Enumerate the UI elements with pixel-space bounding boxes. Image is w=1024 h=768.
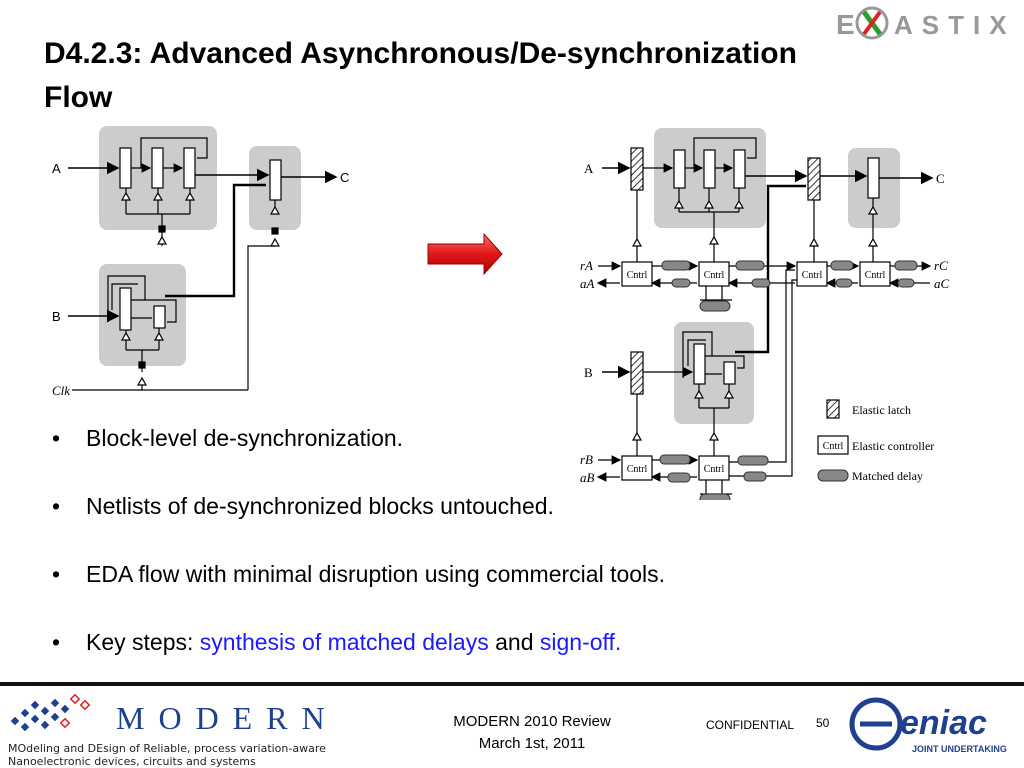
ctrl-join: Cntrl [802,270,823,281]
modern-logo-text: MODERN [116,700,339,736]
ctrl-b2: Cntrl [704,464,725,475]
modern-tagline-2: Nanoelectronic devices, circuits and sys… [8,755,256,768]
legend-latch: Elastic latch [852,403,911,417]
legend-delay: Matched delay [852,469,923,483]
slide-title: D4.2.3: Advanced Asynchronous/De-synchro… [44,32,924,120]
bullet-item: •Netlists of de-synchronized blocks unto… [52,493,554,519]
ctrl-b: Cntrl [627,464,648,475]
right-signal-c: C [936,171,945,186]
matched-delays [659,260,918,500]
left-signal-b: B [52,309,61,324]
highlight-sign-off: sign-off. [539,629,622,655]
right-signal-a: A [584,161,594,176]
bullet-list: •Block-level de-synchronization. •Netlis… [52,424,665,696]
bullet-text: Netlists of de-synchronized blocks untou… [86,493,554,519]
bullet-text: Block-level de-synchronization. [86,425,404,451]
bullet-item: •EDA flow with minimal disruption using … [52,561,666,587]
elastix-logo: E ASTIX [836,6,1016,40]
footer-review: MODERN 2010 Review [453,713,611,730]
right-circuit [596,128,934,495]
ctrl-c: Cntrl [865,270,886,281]
footer-date: March 1st, 2011 [478,735,586,752]
left-signal-c: C [340,170,349,185]
ctrl-a2: Cntrl [704,270,725,281]
transform-arrow-icon [427,232,503,276]
right-signal-aa: aA [580,276,595,291]
controller-labels: Cntrl Cntrl Cntrl Cntrl Cntrl Cntrl Cntr… [627,270,886,475]
right-signal-rc: rC [934,258,948,273]
title-line-2: Flow [44,81,113,114]
bullet-item: •Block-level de-synchronization. [52,425,404,451]
page-number: 50 [816,716,830,730]
bullet-item: •Key steps: synthesis of matched delays … [52,629,622,655]
eniac-logo-sub: JOINT UNDERTAKING [912,744,1007,754]
right-signal-ra: rA [580,258,593,273]
right-signal-ab: aB [580,470,595,485]
footer-divider [0,682,1024,686]
left-circuit [68,126,338,391]
legend-controller: Elastic controller [852,439,934,453]
legend-ctrl-box-label: Cntrl [823,441,844,452]
eniac-logo-text: eniac [900,704,987,742]
footer-center: MODERN 2010 Review March 1st, 2011 [412,711,652,755]
title-line-1: D4.2.3: Advanced Asynchronous/De-synchro… [44,37,797,70]
modern-logo-icon [10,693,91,732]
modern-tagline-1: MOdeling and DEsign of Reliable, process… [8,742,326,755]
bullet-text-mid: and [488,629,540,655]
right-signal-b: B [584,365,593,380]
left-signal-a: A [52,161,61,176]
confidential-label: CONFIDENTIAL [706,718,795,732]
highlight-matched-delays: synthesis of matched delays [199,629,489,655]
modern-tagline: MOdeling and DEsign of Reliable, process… [8,742,326,768]
bullet-text: EDA flow with minimal disruption using c… [86,561,666,587]
bullet-text: Key steps: [86,629,200,655]
right-signal-rb: rB [580,452,593,467]
svg-text:ASTIX: ASTIX [894,10,1016,40]
left-signal-clk: Clk [52,383,70,398]
desync-diagram: A C B Clk [52,126,950,500]
svg-text:E: E [836,9,855,40]
ctrl-a: Cntrl [627,270,648,281]
eniac-logo: eniac JOINT UNDERTAKING [849,697,1007,754]
right-signal-ac: aC [934,276,950,291]
